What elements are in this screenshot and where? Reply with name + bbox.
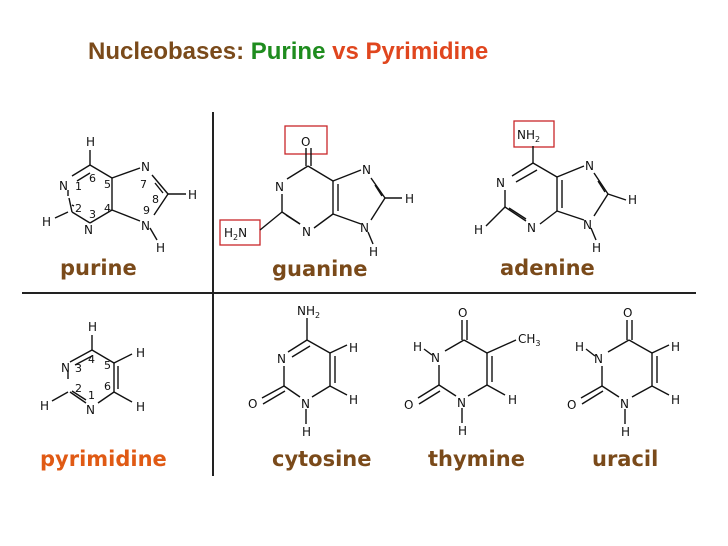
atom-h: H [188,188,197,202]
atom-h: H [42,215,51,229]
label-thymine: thymine [428,447,525,471]
ring-number: 5 [104,359,111,372]
atom-h: H [474,223,483,237]
ring-number: 2 [75,382,82,395]
ring-number: 2 [75,202,82,215]
ring-number: 9 [143,204,150,217]
label-adenine: adenine [500,256,595,280]
label-guanine: guanine [272,257,368,281]
ring-number: 3 [89,208,96,221]
atom-h: H [413,340,422,354]
atom-o: O [248,397,257,411]
atom-n: N [302,225,311,239]
atom-n: N [527,221,536,235]
atom-n: N [585,159,594,173]
atom-n: N [301,397,310,411]
ring-number: 6 [89,172,96,185]
atom-o: O [623,306,632,320]
ring-number: 3 [75,362,82,375]
atom-o: O [567,398,576,412]
atom-h: H [508,393,517,407]
title-pyrimidine: Pyrimidine [365,38,489,65]
title-vs: vs [332,38,359,65]
atom-ch3: CH3 [518,332,541,348]
ring-number: 4 [88,353,95,366]
atom-n3: N [84,223,93,237]
ring-number: 7 [140,178,147,191]
atom-n: N [86,403,95,417]
atom-h: H [156,241,165,255]
vertical-divider [212,112,214,476]
label-purine: purine [60,256,137,280]
atom-n7: N [141,160,150,174]
atom-o: O [404,398,413,412]
horizontal-divider [22,292,696,294]
label-uracil: uracil [592,447,659,471]
atom-n1: N [59,179,68,193]
atom-h: H [671,340,680,354]
atom-h: H [349,341,358,355]
atom-h: H [592,241,601,255]
atom-h: H [405,192,414,206]
ring-number: 5 [104,178,111,191]
atom-n: N [277,352,286,366]
atom-h: H [40,399,49,413]
ring-number: 4 [104,202,111,215]
atom-n: N [431,351,440,365]
atom-n: N [360,221,369,235]
ring-number: 1 [75,180,82,193]
atom-h: H [575,340,584,354]
atom-h2n: H2N [224,226,247,242]
atom-h: H [88,320,97,334]
atom-h: H [369,245,378,259]
atom-h: H [458,424,467,438]
atom-o: O [301,135,310,149]
label-pyrimidine: pyrimidine [40,447,167,471]
atom-h: H [349,393,358,407]
atom-nh2: NH2 [517,128,540,144]
amine-highlight [513,120,555,148]
label-cytosine: cytosine [272,447,372,471]
atom-n: N [362,163,371,177]
atom-h: H [671,393,680,407]
atom-h: H [86,135,95,149]
atom-n: N [620,397,629,411]
title-nucleobases: Nucleobases: [88,38,245,65]
atom-n: N [61,361,70,375]
amine-highlight [219,219,261,246]
page-title: Nucleobases: Purine vs Pyrimidine [88,38,488,66]
atom-h: H [136,346,145,360]
atom-n: N [457,396,466,410]
atom-n: N [594,352,603,366]
atom-n: N [583,218,592,232]
ring-number: 1 [88,389,95,402]
atom-n: N [275,180,284,194]
atom-n: N [496,176,505,190]
ring-number: 8 [152,193,159,206]
atom-nh2: NH2 [297,304,320,320]
atom-n9: N [141,219,150,233]
atom-o: O [458,306,467,320]
atom-h: H [136,400,145,414]
atom-h: H [302,425,311,439]
atom-h: H [628,193,637,207]
atom-h: H [621,425,630,439]
title-purine: Purine [250,38,326,65]
ring-number: 6 [104,380,111,393]
